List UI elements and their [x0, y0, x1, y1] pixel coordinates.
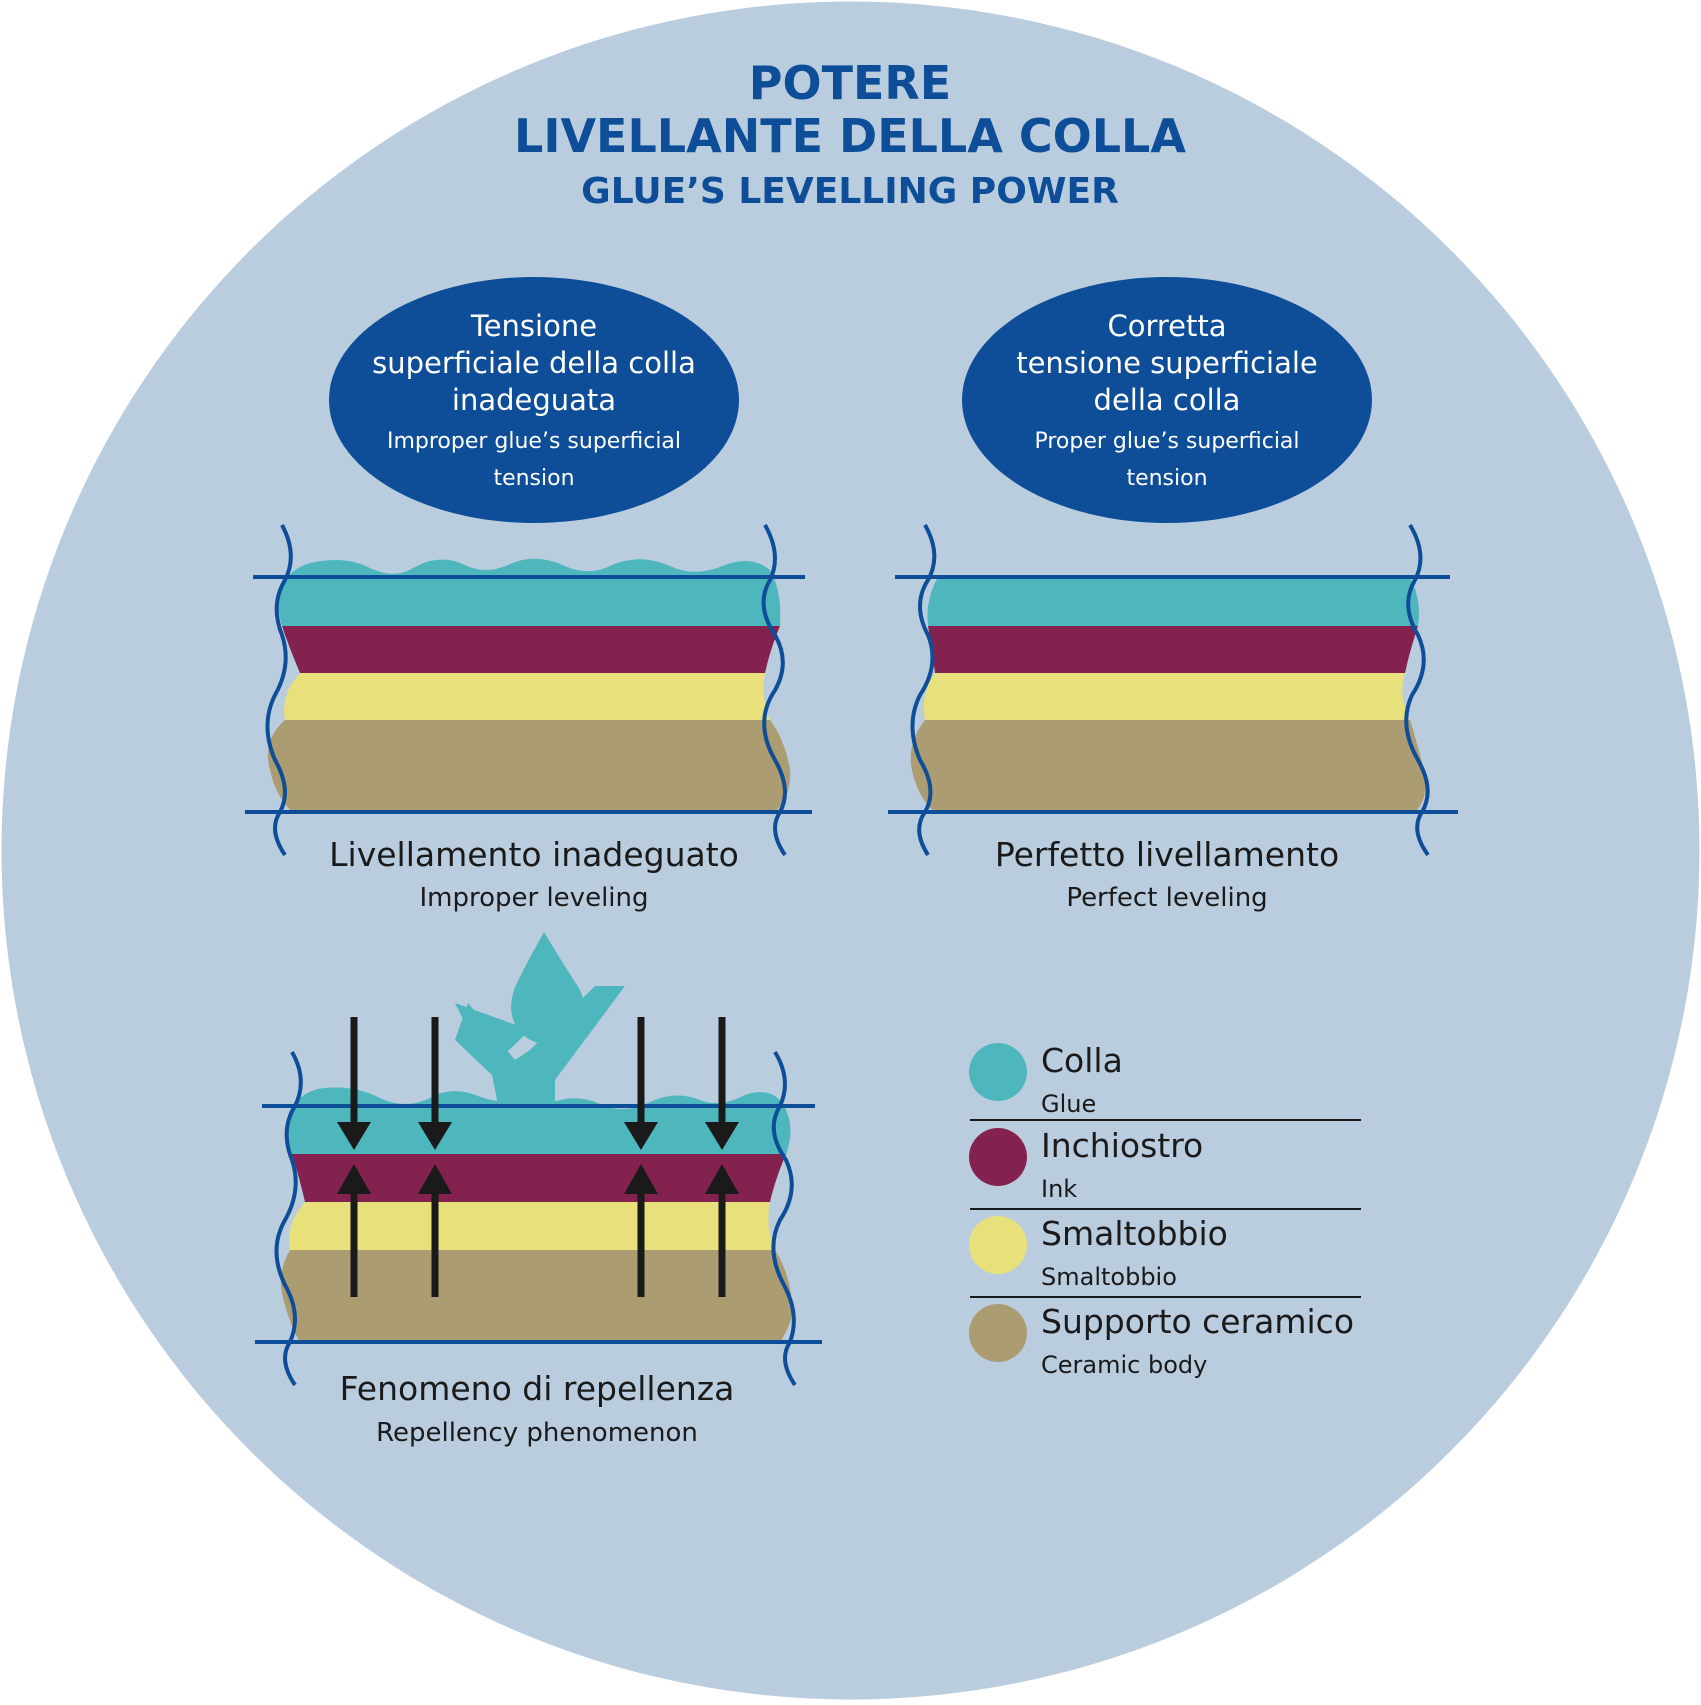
diagram-repellency: [255, 932, 822, 1387]
oval-it-line-1: Corretta: [1107, 309, 1226, 343]
legend-label-en: Smaltobbio: [1041, 1263, 1177, 1291]
down-arrow-head: [418, 1122, 452, 1150]
down-arrow-head: [705, 1122, 739, 1150]
oval-en-line-2: tension: [1126, 466, 1207, 491]
legend-label-en: Ink: [1041, 1175, 1077, 1203]
oval-it-line-3: della colla: [1094, 383, 1241, 417]
legend-item-glue: Colla Glue: [969, 1041, 1123, 1118]
title-line-3: GLUE’S LEVELLING POWER: [581, 171, 1119, 212]
up-arrow-head: [705, 1164, 739, 1194]
smaltobbio-layer: [923, 673, 1410, 720]
oval-it-line-2: superficiale della colla: [372, 346, 696, 380]
caption-perfect-en: Perfect leveling: [1066, 883, 1267, 913]
caption-improper-en: Improper leveling: [419, 883, 648, 913]
legend-item-smaltobbio: Smaltobbio Smaltobbio: [969, 1214, 1228, 1291]
droplet-icon: [511, 932, 584, 1045]
oval-en-line-2: tension: [493, 466, 574, 491]
diagram-improper-leveling: [245, 524, 812, 857]
oval-proper-tension: Corretta tensione superficiale della col…: [962, 277, 1372, 523]
ink-layer: [928, 626, 1418, 673]
oval-en-line-1: Improper glue’s superficial: [387, 429, 681, 454]
oval-it-line-1: Tensione: [470, 309, 597, 343]
left-wavy-edge: [265, 524, 293, 857]
down-arrow-head: [337, 1122, 371, 1150]
smaltobbio-layer: [289, 1202, 775, 1250]
legend-item-ink: Inchiostro Ink: [969, 1126, 1203, 1203]
title-line-2: LIVELLANTE DELLA COLLA: [514, 109, 1186, 163]
legend-label-it: Smaltobbio: [1041, 1214, 1228, 1253]
legend-label-it: Colla: [1041, 1041, 1123, 1080]
diagram-perfect-leveling: [888, 523, 1458, 857]
right-wavy-edge: [771, 1050, 797, 1387]
splash-shape: [455, 986, 625, 1115]
down-arrow-head: [624, 1122, 658, 1150]
right-wavy-edge: [761, 524, 787, 857]
right-wavy-edge: [1404, 523, 1430, 857]
up-arrow-head: [624, 1164, 658, 1194]
caption-perfect-it: Perfetto livellamento: [995, 835, 1339, 874]
legend-swatch: [969, 1128, 1027, 1186]
legend-swatch: [969, 1043, 1027, 1101]
legend-label-en: Glue: [1041, 1090, 1096, 1118]
smaltobbio-layer: [284, 673, 770, 720]
title-line-1: POTERE: [749, 56, 951, 110]
legend-swatch: [969, 1304, 1027, 1362]
legend-label-en: Ceramic body: [1041, 1351, 1207, 1379]
legend: Colla Glue Inchiostro Ink Smaltobbio Sma…: [969, 1041, 1361, 1379]
legend-label-it: Inchiostro: [1041, 1126, 1203, 1165]
legend-label-it: Supporto ceramico: [1041, 1302, 1354, 1341]
left-wavy-edge: [910, 524, 937, 857]
splash-arrowhead: [455, 1003, 530, 1070]
ceramic-layer: [910, 720, 1426, 812]
oval-shape: [962, 277, 1372, 523]
caption-repellency-it: Fenomeno di repellenza: [340, 1369, 735, 1408]
oval-it-line-3: inadeguata: [452, 383, 616, 417]
caption-improper-it: Livellamento inadeguato: [329, 835, 739, 874]
legend-item-ceramic: Supporto ceramico Ceramic body: [969, 1302, 1354, 1379]
oval-it-line-2: tensione superficiale: [1016, 346, 1318, 380]
left-wavy-edge: [274, 1051, 303, 1387]
oval-shape: [329, 277, 739, 523]
legend-swatch: [969, 1216, 1027, 1274]
caption-repellency-en: Repellency phenomenon: [376, 1418, 698, 1448]
oval-en-line-1: Proper glue’s superficial: [1034, 429, 1299, 454]
down-arrows: [337, 1017, 739, 1150]
ceramic-layer: [281, 1250, 793, 1342]
up-arrow-head: [418, 1164, 452, 1194]
up-arrows: [337, 1164, 739, 1297]
glue-layer: [927, 577, 1419, 626]
ceramic-layer: [267, 720, 791, 812]
ink-layer: [292, 1154, 786, 1202]
up-arrow-head: [337, 1164, 371, 1194]
ink-layer: [282, 626, 780, 673]
oval-improper-tension: Tensione superficiale della colla inadeg…: [329, 277, 739, 523]
